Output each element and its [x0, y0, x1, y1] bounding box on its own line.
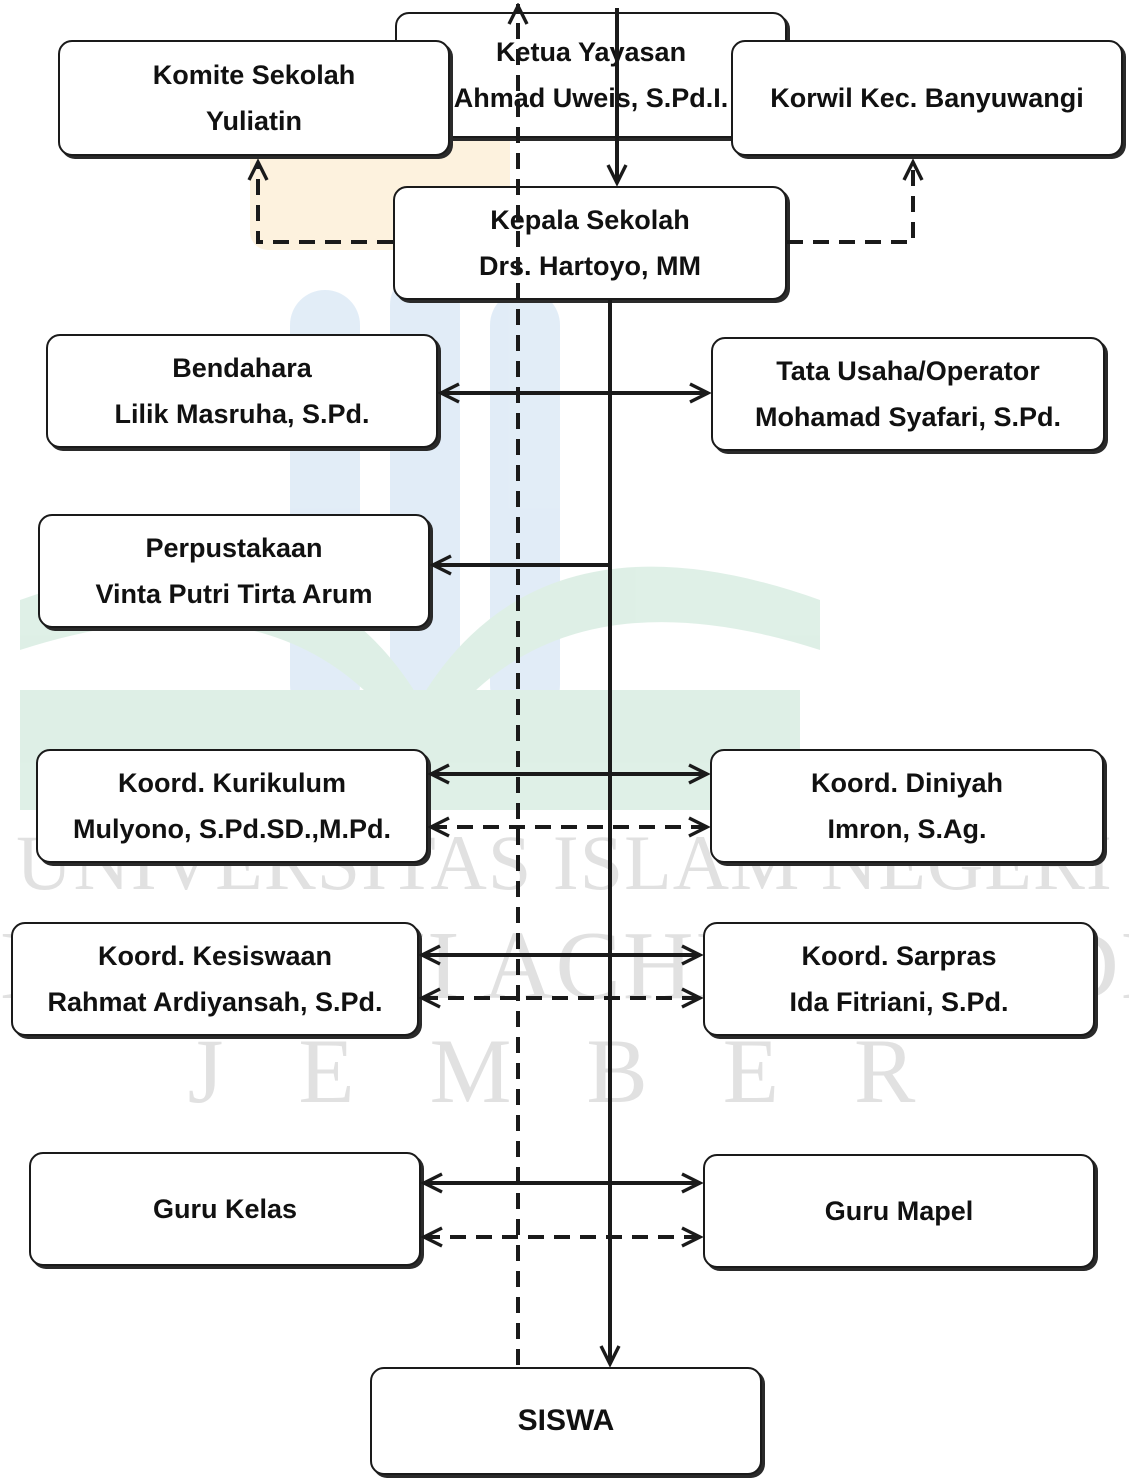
node-name: Vinta Putri Tirta Arum [95, 579, 373, 609]
edge-kepala-to-komite [258, 162, 393, 244]
node-koord-kurikulum: Koord. Kurikulum Mulyono, S.Pd.SD.,M.Pd. [36, 749, 428, 863]
edge-kepala-to-korwil [787, 162, 913, 244]
watermark-line3: J E M B E R [187, 1020, 942, 1122]
node-tata-usaha: Tata Usaha/Operator Mohamad Syafari, S.P… [711, 337, 1105, 451]
node-title: Koord. Kesiswaan [97, 940, 333, 971]
node-koord-diniyah: Koord. Diniyah Imron, S.Ag. [710, 749, 1104, 863]
node-name: Mohamad Syafari, S.Pd. [754, 402, 1062, 432]
node-perpustakaan: Perpustakaan Vinta Putri Tirta Arum [38, 514, 430, 628]
node-name: Drs. Hartoyo, MM [478, 251, 702, 281]
node-name: Ida Fitriani, S.Pd. [789, 987, 1009, 1017]
node-title: Koord. Kurikulum [118, 767, 346, 798]
node-title: Kepala Sekolah [490, 204, 690, 235]
node-title: Komite Sekolah [152, 59, 356, 90]
node-name: Lilik Masruha, S.Pd. [114, 399, 370, 429]
node-koord-sarpras: Koord. Sarpras Ida Fitriani, S.Pd. [703, 922, 1095, 1036]
node-title: Guru Kelas [152, 1193, 298, 1224]
node-title: Koord. Diniyah [810, 767, 1003, 798]
node-name: Rahmat Ardiyansah, S.Pd. [47, 987, 383, 1017]
node-title: Guru Mapel [824, 1195, 974, 1226]
node-name: Mulyono, S.Pd.SD.,M.Pd. [72, 814, 391, 844]
node-komite-sekolah: Komite Sekolah Yuliatin [58, 40, 450, 156]
node-bendahara: Bendahara Lilik Masruha, S.Pd. [46, 334, 438, 448]
node-korwil: Korwil Kec. Banyuwangi [731, 40, 1123, 156]
node-guru-mapel: Guru Mapel [703, 1154, 1095, 1268]
node-title: Koord. Sarpras [801, 940, 997, 971]
node-name: Ahmad Uweis, S.Pd.I. [453, 83, 729, 113]
node-title: Korwil Kec. Banyuwangi [770, 82, 1084, 113]
node-title: Bendahara [172, 352, 312, 383]
node-siswa: SISWA [370, 1367, 762, 1475]
node-title: Ketua Yayasan [495, 36, 687, 67]
node-koord-kesiswaan: Koord. Kesiswaan Rahmat Ardiyansah, S.Pd… [11, 922, 419, 1036]
node-name: Imron, S.Ag. [827, 814, 987, 844]
node-title: Perpustakaan [145, 532, 323, 563]
node-guru-kelas: Guru Kelas [29, 1152, 421, 1266]
node-name: Yuliatin [205, 106, 303, 136]
node-kepala-sekolah: Kepala Sekolah Drs. Hartoyo, MM [393, 186, 787, 300]
node-title: Tata Usaha/Operator [776, 355, 1040, 386]
node-title: SISWA [517, 1404, 615, 1438]
